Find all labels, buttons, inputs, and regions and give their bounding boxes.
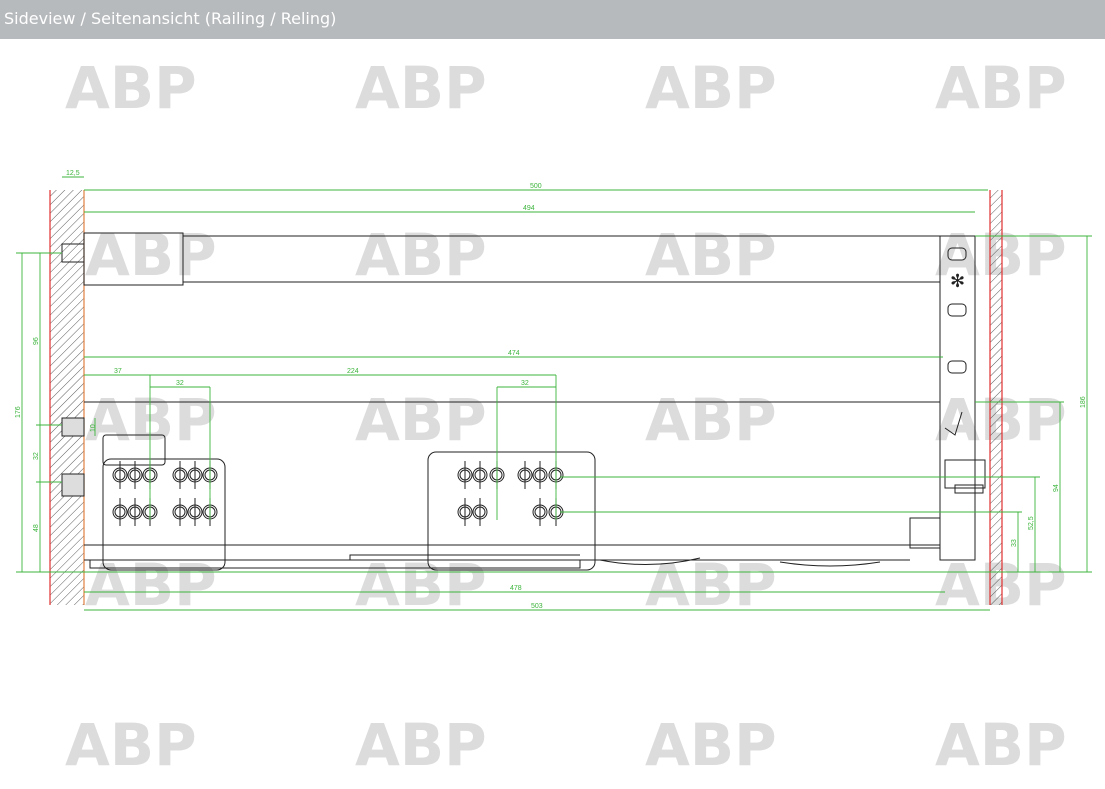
watermark-logo: ABP xyxy=(65,711,197,779)
mounting-holes xyxy=(112,461,564,526)
watermark-logo: ABP xyxy=(85,551,217,619)
watermark-logo: ABP xyxy=(645,54,777,122)
dimension-labels: 500 494 12,5 474 37 224 32 32 478 503 17… xyxy=(15,170,1087,610)
dim-37: 37 xyxy=(114,368,122,375)
dim-474: 474 xyxy=(508,350,520,357)
watermark-logo: ABP xyxy=(935,54,1067,122)
dim-96: 96 xyxy=(33,337,40,345)
dim-12-5: 12,5 xyxy=(66,170,80,177)
watermarks: ABP ABP ABP ABP ABP ABP ABP ABP ABP ABP … xyxy=(65,54,1067,779)
dim-186: 186 xyxy=(1080,396,1087,408)
right-wall xyxy=(989,190,1003,605)
dim-500: 500 xyxy=(530,183,542,190)
page-title: Sideview / Seitenansicht (Railing / Reli… xyxy=(4,9,337,28)
watermark-logo: ABP xyxy=(355,221,487,289)
watermark-logo: ABP xyxy=(85,386,217,454)
svg-text:✻: ✻ xyxy=(950,271,965,292)
dim-224: 224 xyxy=(347,368,359,375)
watermark-logo: ABP xyxy=(645,711,777,779)
watermark-logo: ABP xyxy=(65,54,197,122)
watermark-logo: ABP xyxy=(645,386,777,454)
dim-478: 478 xyxy=(510,585,522,592)
dim-32-right: 32 xyxy=(521,380,529,387)
watermark-logo: ABP xyxy=(645,221,777,289)
dimension-lines xyxy=(16,176,1092,611)
header-bar: Sideview / Seitenansicht (Railing / Reli… xyxy=(0,0,1105,39)
dim-33: 33 xyxy=(1011,539,1018,547)
watermark-logo: ABP xyxy=(935,711,1067,779)
watermark-logo: ABP xyxy=(355,54,487,122)
dim-10: 10 xyxy=(90,424,97,432)
drawer-side-profile: ✻ xyxy=(61,232,986,571)
dim-94: 94 xyxy=(1053,484,1060,492)
dim-176: 176 xyxy=(15,406,22,418)
watermark-logo: ABP xyxy=(85,221,217,289)
watermark-logo: ABP xyxy=(355,386,487,454)
watermark-logo: ABP xyxy=(355,551,487,619)
dim-32-vertical: 32 xyxy=(33,452,40,460)
watermark-logo: ABP xyxy=(645,551,777,619)
dim-52-5: 52,5 xyxy=(1028,516,1035,530)
dim-503: 503 xyxy=(531,603,543,610)
dim-32-left: 32 xyxy=(176,380,184,387)
dim-48: 48 xyxy=(33,524,40,532)
dim-494: 494 xyxy=(523,205,535,212)
watermark-logo: ABP xyxy=(355,711,487,779)
left-wall xyxy=(49,190,85,605)
